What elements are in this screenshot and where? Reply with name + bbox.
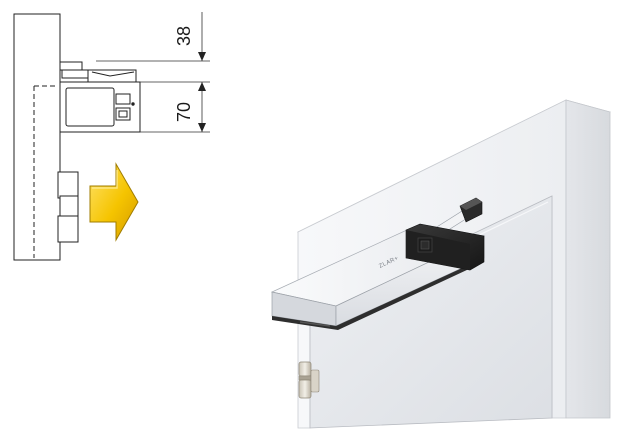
closer-end-cap — [405, 223, 485, 271]
closer-section — [59, 81, 141, 133]
dimension-arrowheads — [198, 52, 206, 132]
section-drawing — [13, 12, 210, 261]
dimension-closer-height: 70 — [174, 102, 194, 122]
wall-section — [13, 13, 61, 261]
dimension-top-gap: 38 — [174, 26, 194, 46]
wall-side-face — [565, 99, 611, 419]
render-3d: ZLAR+ — [270, 99, 612, 429]
mounting-bracket — [59, 61, 137, 83]
direction-arrow-icon — [89, 162, 139, 242]
hinge-section — [57, 171, 79, 243]
door-hinge — [298, 361, 320, 399]
